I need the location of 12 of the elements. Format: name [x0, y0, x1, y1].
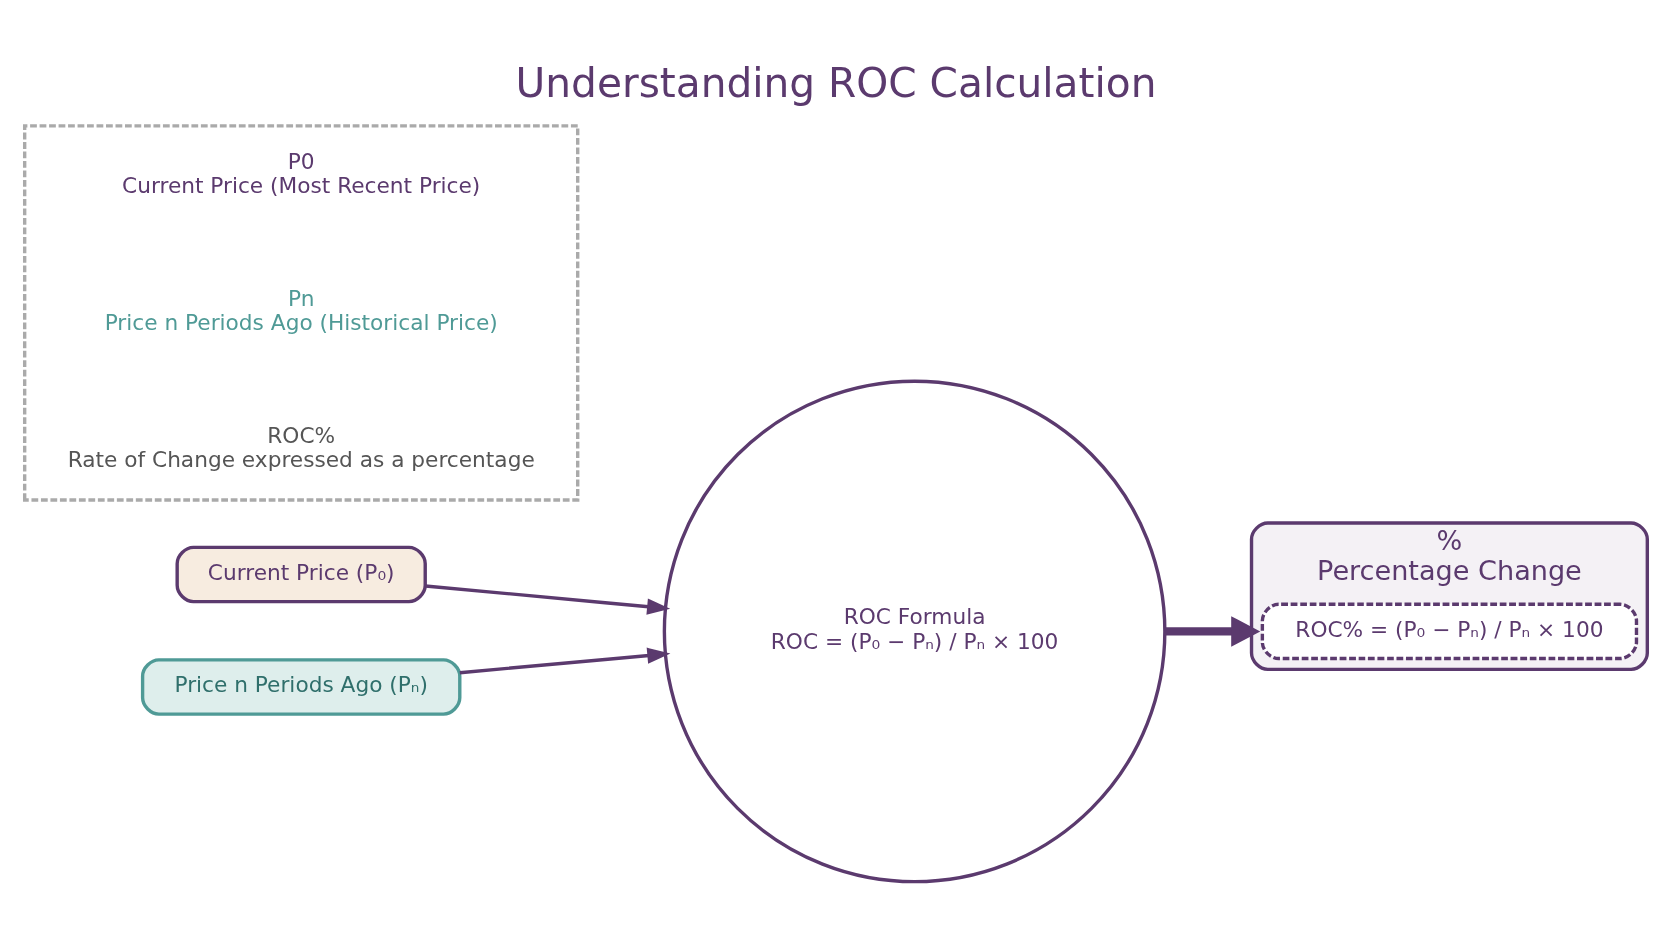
node-text: P0 Current Price (Most Recent Price): [122, 148, 481, 199]
diagram-title: Understanding ROC Calculation: [515, 59, 1157, 108]
node-text: Pn Price n Periods Ago (Historical Price): [104, 285, 498, 336]
node-box: ROC% = (P₀ − Pₙ) / Pₙ × 100: [1260, 602, 1639, 661]
arrow: [459, 647, 671, 675]
node-text: ROC% Rate of Change expressed as a percentage: [67, 422, 535, 473]
arrow: [1164, 616, 1261, 647]
cluster: [23, 124, 580, 502]
node-box: Current Price (P₀): [175, 545, 427, 604]
arrow: [425, 584, 671, 615]
node-circle: ROC Formula ROC = (P₀ − Pₙ) / Pₙ × 100: [662, 379, 1167, 884]
node-box: Price n Periods Ago (Pₙ): [140, 658, 462, 716]
